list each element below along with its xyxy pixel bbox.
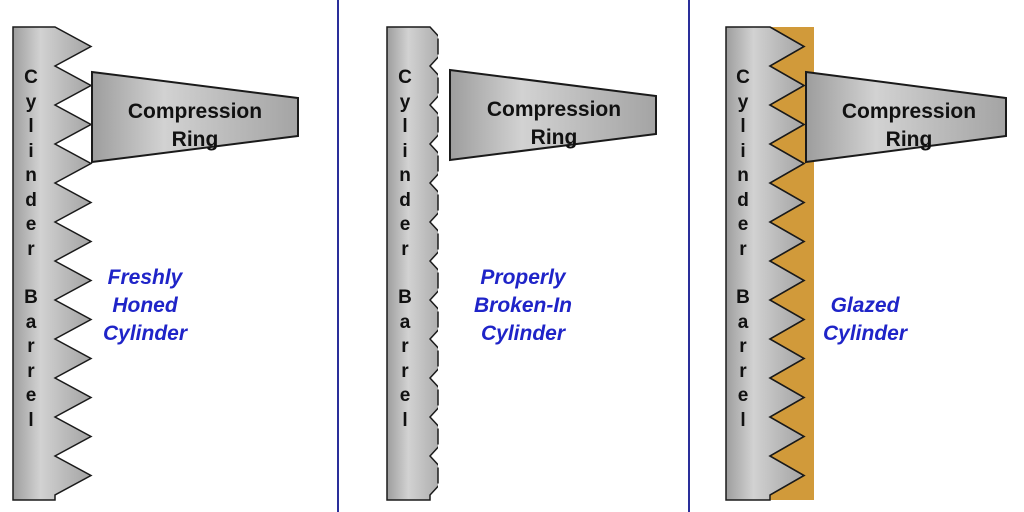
barrel-label-letter: r	[739, 336, 747, 357]
barrel-label-letter: l	[28, 409, 34, 431]
tooth-outline	[768, 26, 806, 496]
barrel-label-letter: e	[25, 214, 37, 235]
barrel-label-letter: d	[399, 189, 411, 211]
condition-line: Freshly	[107, 266, 183, 289]
barrel-label-letter: r	[27, 238, 35, 260]
barrel-label-letter: a	[399, 311, 411, 333]
compression-ring	[449, 68, 657, 162]
ring-label-line1: Compression	[127, 100, 263, 123]
barrel-label-letter: l	[402, 409, 408, 431]
condition-line: Cylinder	[102, 322, 188, 345]
cylinder-barrel-wall	[12, 26, 93, 501]
barrel-label-letter: r	[401, 238, 409, 260]
barrel-label-letter: C	[736, 67, 750, 88]
barrel-label-letter: n	[25, 165, 37, 186]
barrel-label-letter: l	[740, 116, 746, 137]
condition-line: Honed	[112, 294, 178, 317]
barrel-label-letter: B	[24, 287, 38, 308]
barrel-label-letter: a	[25, 311, 37, 333]
barrel-label-letter: n	[399, 165, 411, 186]
barrel-label-letter: n	[737, 165, 749, 186]
ring-label-line2: Ring	[530, 126, 578, 149]
barrel-label-letter: i	[402, 140, 408, 162]
compression-ring	[91, 70, 299, 164]
condition-label: Glazed Cylinder	[815, 292, 915, 348]
ring-label: Compression Ring	[95, 98, 295, 154]
barrel-label-letter: r	[27, 336, 35, 357]
condition-line: Cylinder	[822, 322, 908, 345]
panel-freshly-honed-drawing	[12, 26, 299, 501]
barrel-label-letter: B	[398, 287, 412, 308]
barrel-label-letter: a	[737, 311, 749, 333]
barrel-label-letter: y	[737, 91, 749, 113]
barrel-label-letter: d	[737, 189, 749, 211]
barrel-label-letter: C	[398, 67, 412, 88]
compression-ring	[805, 70, 1007, 164]
barrel-label-letter: i	[740, 140, 746, 162]
ring-label: Compression Ring	[809, 98, 1009, 154]
condition-label: Freshly Honed Cylinder	[90, 264, 200, 348]
barrel-label-letter: B	[736, 287, 750, 308]
barrel-label-letter: e	[25, 385, 37, 406]
condition-line: Glazed	[830, 294, 900, 317]
barrel-label-letter: r	[401, 360, 409, 382]
glaze-layer	[770, 27, 814, 500]
ring-label-line1: Compression	[841, 100, 977, 123]
barrel-label-letter: l	[740, 409, 746, 431]
barrel-label-letter: y	[399, 91, 411, 113]
barrel-label-letter: r	[27, 360, 35, 382]
barrel-label-letter: e	[737, 385, 749, 406]
barrel-label-letter: r	[739, 238, 747, 260]
panel-divider-2	[688, 0, 690, 512]
barrel-label-letter: r	[739, 360, 747, 382]
panel-glazed-drawing	[725, 26, 1007, 501]
ring-label-line1: Compression	[486, 98, 622, 121]
barrel-label-letter: d	[25, 189, 37, 211]
barrel-label-letter: i	[28, 140, 34, 162]
condition-line: Cylinder	[480, 322, 566, 345]
condition-line: Broken-In	[473, 294, 572, 317]
barrel-label-letter: C	[24, 67, 38, 88]
barrel-label-letter: e	[737, 214, 749, 235]
ring-label-line2: Ring	[171, 128, 219, 151]
barrel-label-letter: e	[399, 385, 411, 406]
barrel-label-letter: l	[28, 116, 34, 137]
barrel-label-letter: r	[401, 336, 409, 357]
condition-line: Properly	[480, 266, 566, 289]
barrel-label-letter: e	[399, 214, 411, 235]
panel-properly-broken-in-drawing	[386, 0, 657, 512]
panel-divider-1	[337, 0, 339, 512]
ring-label: Compression Ring	[454, 96, 654, 152]
condition-label: Properly Broken-In Cylinder	[458, 264, 588, 348]
barrel-label-letter: y	[25, 91, 37, 113]
ring-label-line2: Ring	[885, 128, 933, 151]
barrel-label-letter: l	[402, 116, 408, 137]
